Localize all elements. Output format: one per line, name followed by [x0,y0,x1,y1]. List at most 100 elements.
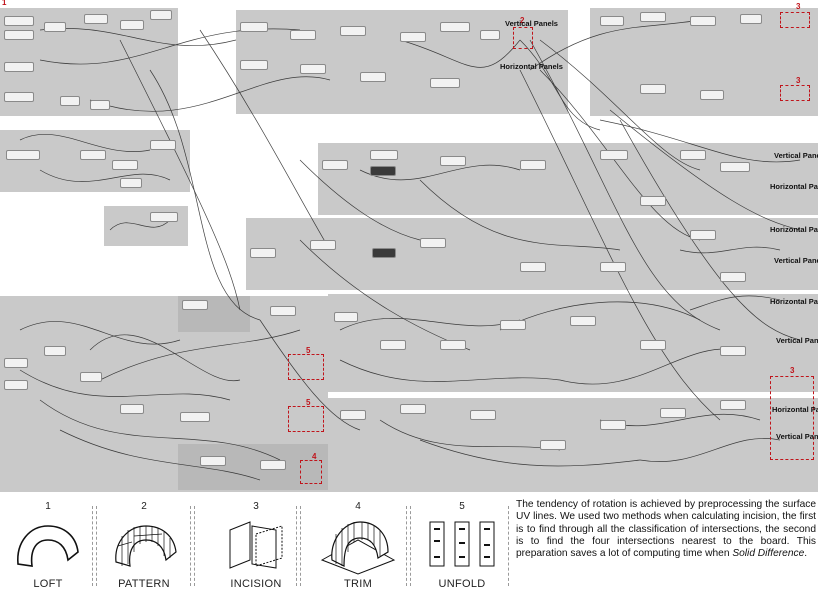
highlight-box [780,85,810,101]
component-node[interactable] [182,300,208,310]
caption-paragraph: The tendency of rotation is achieved by … [516,499,816,560]
component-node[interactable] [720,346,746,356]
component-node[interactable] [600,150,628,160]
component-node[interactable] [470,410,496,420]
component-node[interactable] [690,230,716,240]
component-node[interactable] [340,410,366,420]
component-node[interactable] [80,372,102,382]
panel-label: Vertical Panels [776,432,818,441]
component-node[interactable] [480,30,500,40]
component-node[interactable] [440,156,466,166]
component-node[interactable] [150,212,178,222]
highlight-box [300,460,322,484]
component-node[interactable] [520,262,546,272]
component-node[interactable] [120,404,144,414]
component-node[interactable] [440,340,466,350]
divider [296,506,297,586]
component-node[interactable] [84,14,108,24]
component-node[interactable] [290,30,316,40]
component-node[interactable] [400,32,426,42]
component-node[interactable] [720,400,746,410]
group-region [178,444,328,490]
component-node[interactable] [600,420,626,430]
component-node[interactable] [500,320,526,330]
component-node[interactable] [200,456,226,466]
component-node[interactable] [400,404,426,414]
divider [96,506,97,586]
component-node[interactable] [740,14,762,24]
component-node[interactable] [430,78,460,88]
unfold-icon [429,521,495,567]
component-node[interactable] [90,100,110,110]
component-node[interactable] [570,316,596,326]
component-node[interactable] [240,60,268,70]
component-node[interactable] [690,16,716,26]
component-node[interactable] [120,20,144,30]
component-node[interactable] [372,248,396,258]
component-node[interactable] [640,340,666,350]
component-node[interactable] [4,16,34,26]
component-node[interactable] [370,150,398,160]
component-node[interactable] [4,30,34,40]
component-node[interactable] [80,150,106,160]
component-node[interactable] [440,22,470,32]
component-node[interactable] [270,306,296,316]
component-node[interactable] [4,380,28,390]
step-label: PATTERN [118,578,170,590]
component-node[interactable] [180,412,210,422]
component-node[interactable] [4,92,34,102]
component-node[interactable] [6,150,40,160]
component-node[interactable] [44,346,66,356]
step-label: INCISION [230,578,282,590]
component-node[interactable] [640,196,666,206]
component-node[interactable] [660,408,686,418]
component-node[interactable] [600,262,626,272]
component-node[interactable] [720,162,750,172]
loft-icon [17,525,79,567]
grasshopper-definition-canvas: 1 2 3 3 3 4 5 5 Vertical Panels Horizont… [0,0,818,492]
step-number: 1 [45,501,51,512]
divider [508,506,509,586]
step-label: UNFOLD [438,578,486,590]
caption-tail: . [804,548,808,560]
component-node[interactable] [4,62,34,72]
component-node[interactable] [112,160,138,170]
component-node[interactable] [60,96,80,106]
component-node[interactable] [260,460,286,470]
component-node[interactable] [640,12,666,22]
divider [410,506,411,586]
component-node[interactable] [120,178,142,188]
step-number: 4 [355,501,361,512]
component-node[interactable] [250,248,276,258]
component-node[interactable] [150,140,176,150]
step-incision: 3 INCISION [208,492,304,599]
component-node[interactable] [150,10,172,20]
component-node[interactable] [640,84,666,94]
step-trim: 4 TRIM [310,492,406,599]
component-node[interactable] [4,358,28,368]
group-region [328,294,818,392]
component-node[interactable] [44,22,66,32]
divider [190,506,191,586]
process-legend: 1 LOFT 2 PATTERN 3 [0,492,818,599]
step-marker: 2 [520,16,525,25]
divider [92,506,93,586]
component-node[interactable] [720,272,746,282]
panel-label: Vertical Panels [776,336,818,345]
component-node[interactable] [520,160,546,170]
highlight-box [770,376,814,460]
component-node[interactable] [322,160,348,170]
component-node[interactable] [300,64,326,74]
component-node[interactable] [700,90,724,100]
component-node[interactable] [360,72,386,82]
component-node[interactable] [420,238,446,248]
component-node[interactable] [340,26,366,36]
component-node[interactable] [310,240,336,250]
component-node[interactable] [680,150,706,160]
component-node[interactable] [370,166,396,176]
component-node[interactable] [540,440,566,450]
component-node[interactable] [240,22,268,32]
component-node[interactable] [334,312,358,322]
component-node[interactable] [600,16,624,26]
component-node[interactable] [380,340,406,350]
